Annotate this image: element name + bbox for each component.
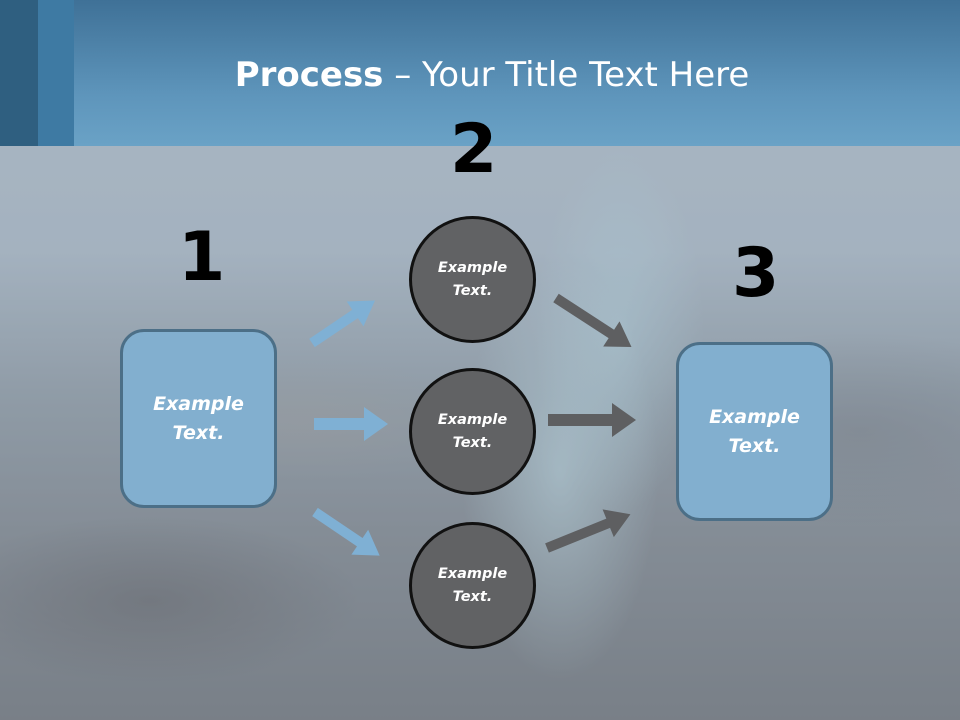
accent-stripe-dark xyxy=(0,0,38,146)
start-box: Example Text. xyxy=(120,329,277,508)
end-box-label: Example Text. xyxy=(709,405,800,457)
arrow-left-to-bottom xyxy=(312,507,380,556)
step-number-1: 1 xyxy=(178,218,226,297)
circle-label-top: Example Text. xyxy=(437,259,508,299)
process-circle-top: Example Text. xyxy=(409,216,536,343)
process-circle-bottom: Example Text. xyxy=(409,522,536,649)
process-circle-middle: Example Text. xyxy=(409,368,536,495)
step-number-3: 3 xyxy=(732,234,780,313)
title-bold: Process xyxy=(234,55,384,95)
accent-stripe-light xyxy=(38,0,74,146)
arrow-bottom-to-right xyxy=(545,509,631,553)
arrow-top-to-right xyxy=(553,293,632,348)
end-box: Example Text. xyxy=(676,342,833,521)
arrow-middle-to-right xyxy=(548,403,636,437)
page-title: Process – Your Title Text Here xyxy=(0,52,960,98)
arrow-left-to-top xyxy=(309,300,376,348)
title-rest: – Your Title Text Here xyxy=(383,55,750,95)
title-band: Process – Your Title Text Here xyxy=(0,0,960,146)
circle-label-bottom: Example Text. xyxy=(437,565,508,605)
step-number-2: 2 xyxy=(450,110,498,189)
circle-label-middle: Example Text. xyxy=(437,411,508,451)
arrow-left-to-middle xyxy=(314,407,388,441)
start-box-label: Example Text. xyxy=(153,392,244,444)
